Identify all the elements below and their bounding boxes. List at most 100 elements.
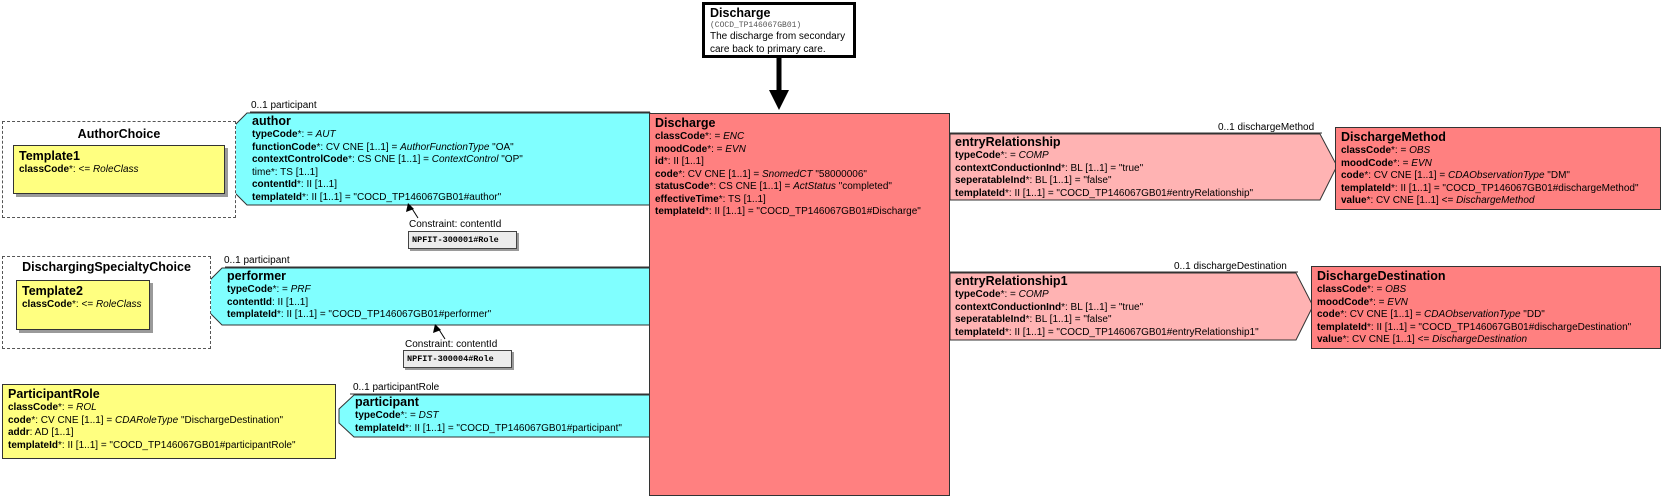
header-title: Discharge <box>710 6 771 20</box>
attribute-value: : II [1..1] <box>272 296 309 308</box>
attribute-name: typeCode <box>955 150 1001 161</box>
template2-attr-value: *: <= <box>72 299 96 310</box>
attribute-row: classCode*: = OBS <box>1341 145 1655 158</box>
attribute-suffix: "58000006" <box>812 168 867 180</box>
attribute-name: classCode <box>1341 145 1392 156</box>
participant-role-title: ParticipantRole <box>8 387 100 401</box>
attribute-row: code*: CV CNE [1..1] = SnomedCT "5800000… <box>655 169 944 182</box>
header-box: Discharge (COCD_TP146067GB01) The discha… <box>702 2 856 58</box>
attribute-row: contextConductionInd*: BL [1..1] = "true… <box>955 302 1300 315</box>
attribute-vocabulary: ContextControl <box>431 154 499 165</box>
attribute-value: *: = <box>1367 284 1386 295</box>
attribute-row: moodCode*: = EVN <box>1341 158 1655 171</box>
attribute-name: templateId <box>955 187 1006 199</box>
attribute-name: seperatableInd <box>955 175 1026 186</box>
attribute-value: *: = <box>272 284 291 295</box>
attribute-row: value*: CV CNE [1..1] <= DischargeDestin… <box>1317 334 1655 347</box>
discharge-method-title: DischargeMethod <box>1341 130 1446 144</box>
attribute-value: *: = <box>1369 296 1388 308</box>
attribute-name: effectiveTime <box>655 193 719 205</box>
attribute-name: templateId <box>1317 321 1368 333</box>
attribute-name: templateId <box>252 191 303 203</box>
attribute-row: code*: CV CNE [1..1] = CDARoleType "Disc… <box>8 415 330 428</box>
attribute-value: *: II [1..1] = "COCD_TP146067GB01#perfor… <box>277 309 492 320</box>
attribute-value: *: II [1..1] = "COCD_TP146067GB01#discha… <box>1391 182 1639 194</box>
attribute-name: contextConductionInd <box>955 162 1062 174</box>
attribute-value: *: CV CNE [1..1] <= <box>1342 334 1433 345</box>
entry-relationship1-shape <box>949 272 1314 341</box>
attribute-row: classCode*: = ENC <box>655 131 944 144</box>
participant-mult-label: 0..1 participantRole <box>353 382 440 393</box>
attribute-value: *: II [1..1] = "COCD_TP146067GB01#author… <box>302 191 502 203</box>
attribute-name: moodCode <box>655 143 708 155</box>
attribute-name: typeCode <box>252 129 298 140</box>
participant-title: participant <box>355 395 419 409</box>
attribute-row: code*: CV CNE [1..1] = CDAObservationTyp… <box>1341 170 1655 183</box>
attribute-value: *: BL [1..1] = "false" <box>1025 175 1112 186</box>
attribute-name: typeCode <box>355 410 401 421</box>
template1-attr-italic: RoleClass <box>92 164 139 175</box>
attribute-row: typeCode*: = DST <box>355 410 647 423</box>
attribute-name: contentId <box>227 296 272 308</box>
template2-attr: classCode*: <= RoleClass <box>22 299 144 312</box>
attribute-name: code <box>8 414 32 426</box>
specialty-choice-title: DischargingSpecialtyChoice <box>22 260 191 274</box>
template1-box: Template1 classCode*: <= RoleClass <box>13 145 225 194</box>
attribute-value: *: TS [1..1] <box>718 193 766 205</box>
attribute-value: *: CV CNE [1..1] <= <box>1366 195 1457 206</box>
attribute-vocabulary: PRF <box>290 284 311 295</box>
performer-constraint-label: Constraint: contentId <box>405 339 498 350</box>
attribute-name: moodCode <box>1317 296 1370 308</box>
attribute-value: *: = <box>58 402 77 413</box>
attribute-value: *: II [1..1] = "COCD_TP146067GB01#Discha… <box>705 206 921 217</box>
attribute-name: seperatableInd <box>955 314 1026 325</box>
discharge-destination-title: DischargeDestination <box>1317 269 1446 283</box>
attribute-suffix: "DM" <box>1544 170 1570 181</box>
attribute-name: code <box>1341 170 1365 181</box>
attribute-row: statusCode*: CS CNE [1..1] = ActStatus "… <box>655 181 944 194</box>
attribute-name: code <box>655 168 679 180</box>
attribute-row: classCode*: = ROL <box>8 402 330 415</box>
performer-constraint-pointer-head <box>433 324 441 333</box>
attribute-value: *: = <box>400 410 419 421</box>
attribute-vocabulary: DischargeMethod <box>1456 195 1535 206</box>
attribute-row: typeCode*: = COMP <box>955 289 1300 302</box>
attribute-value: *: CV CNE [1..1] = <box>1364 170 1448 181</box>
attribute-row: templateId*: II [1..1] = "COCD_TP146067G… <box>955 327 1300 340</box>
attribute-row: templateId*: II [1..1] = "COCD_TP146067G… <box>252 192 647 205</box>
attribute-row: functionCode*: CV CNE [1..1] = AuthorFun… <box>252 142 647 155</box>
template1-attr-name: classCode <box>19 164 70 175</box>
entry-relationship-title: entryRelationship <box>955 135 1061 149</box>
attribute-row: contentId: II [1..1] <box>227 297 647 310</box>
discharge-title: Discharge <box>655 116 716 130</box>
attribute-vocabulary: COMP <box>1018 289 1049 300</box>
attribute-vocabulary: OBS <box>1409 145 1431 156</box>
attribute-vocabulary: ActStatus <box>793 181 836 192</box>
attribute-value: *: BL [1..1] = "true" <box>1061 162 1144 174</box>
attribute-row: effectiveTime*: TS [1..1] <box>655 194 944 207</box>
attribute-vocabulary: ROL <box>76 402 97 413</box>
attribute-row: value*: CV CNE [1..1] <= DischargeMethod <box>1341 195 1655 208</box>
attribute-value: *: CS CNE [1..1] = <box>709 181 794 192</box>
attribute-row: templateId*: II [1..1] = "COCD_TP146067G… <box>8 440 330 453</box>
attribute-row: contextControlCode*: CS CNE [1..1] = Con… <box>252 154 647 167</box>
attribute-value: *: CV CNE [1..1] = <box>31 414 115 426</box>
attribute-value: *: = <box>297 129 316 140</box>
attribute-name: code <box>1317 309 1341 320</box>
attribute-value: *: BL [1..1] = "true" <box>1061 301 1144 313</box>
attribute-name: addr <box>8 427 30 438</box>
attribute-name: value <box>1341 195 1367 206</box>
attribute-row: time*: TS [1..1] <box>252 167 647 180</box>
attribute-value: *: TS [1..1] <box>270 166 318 178</box>
attribute-name: typeCode <box>227 284 273 295</box>
